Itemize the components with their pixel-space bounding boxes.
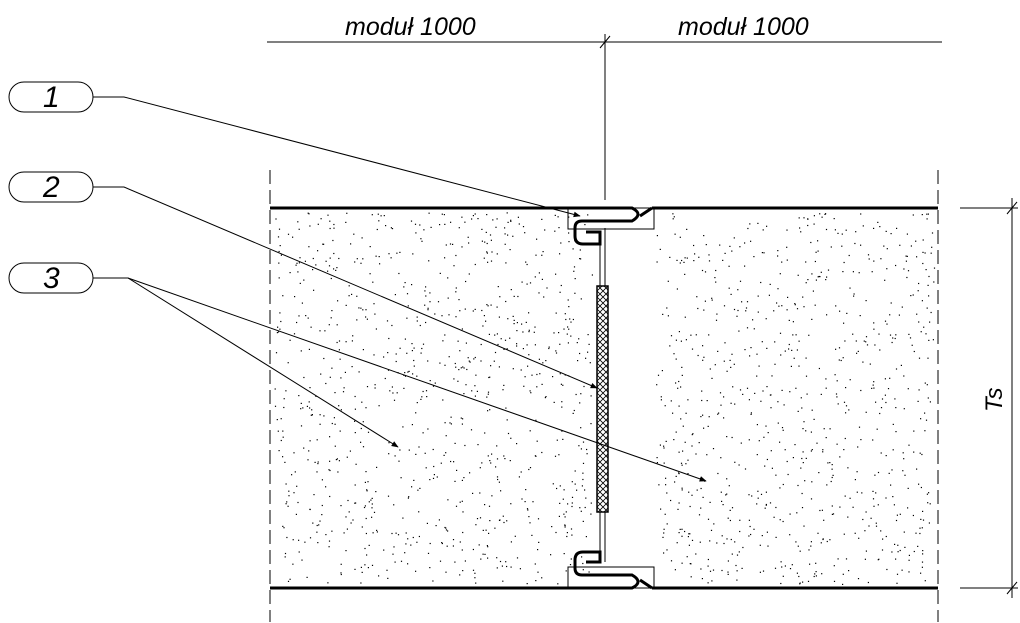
callout-3: 3 (8, 262, 707, 482)
callout-1-number: 1 (43, 81, 60, 114)
foam-core-texture (274, 212, 936, 585)
thickness-label: Ts (981, 388, 1008, 412)
module-label-left: moduł 1000 (345, 13, 476, 41)
callout-3-number: 3 (43, 262, 60, 295)
callout-2: 2 (8, 171, 598, 389)
top-joint-lock (567, 206, 655, 286)
module-dimension: moduł 1000 moduł 1000 (267, 13, 942, 200)
panel-outline (269, 170, 939, 622)
thickness-dimension: Ts (960, 198, 1018, 598)
module-label-right: moduł 1000 (678, 13, 809, 41)
callout-2-number: 2 (42, 171, 60, 204)
callout-1: 1 (8, 81, 581, 218)
bottom-joint-lock (567, 512, 655, 590)
seal-tape (596, 285, 609, 513)
